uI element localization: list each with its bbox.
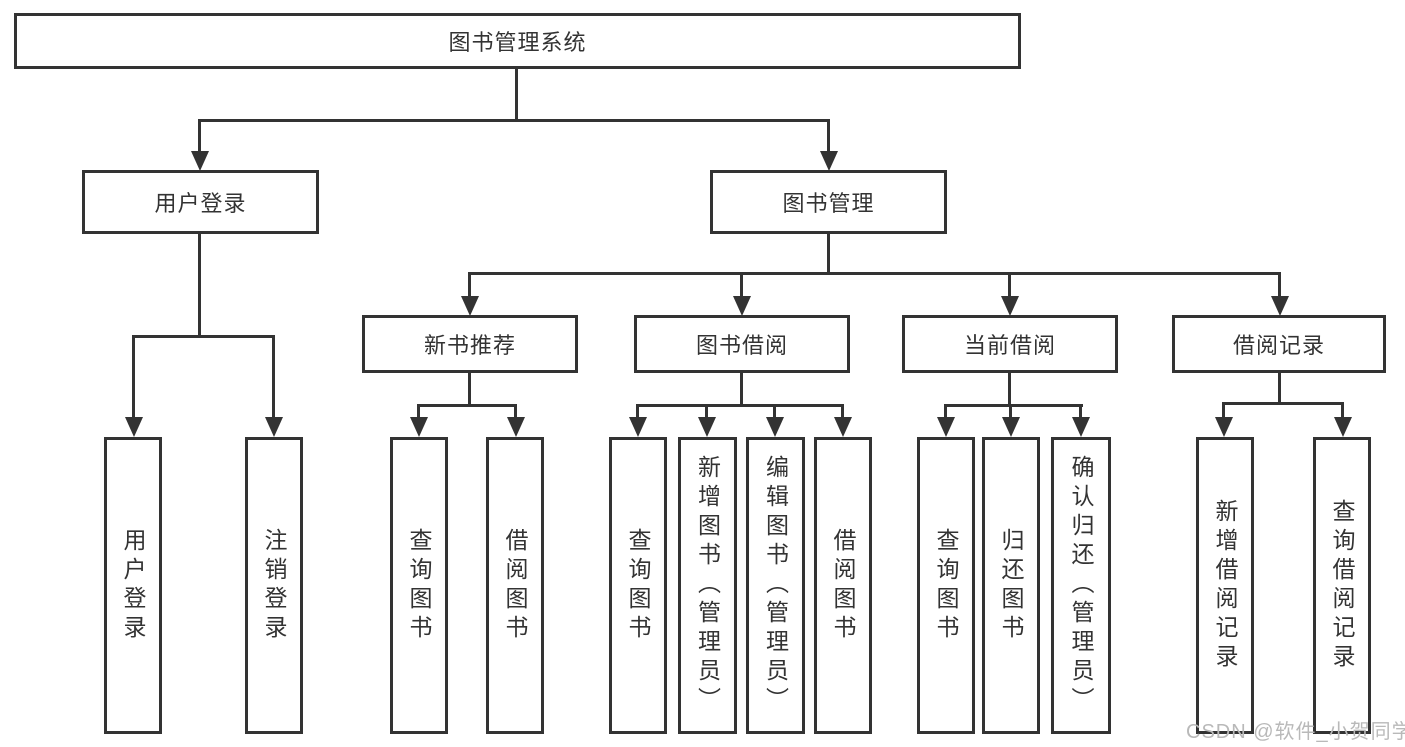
- edge-bookmgmt-arm3: [1008, 272, 1011, 298]
- leaf-record-query: 查询借阅记录: [1313, 437, 1371, 734]
- arrowhead-down-icon: [629, 417, 647, 437]
- leaf-borrow-borrow-book-label: 借阅图书: [830, 527, 856, 644]
- node-current-borrow: 当前借阅: [902, 315, 1118, 373]
- edge-root-arm-right: [827, 119, 830, 153]
- leaf-record-add: 新增借阅记录: [1196, 437, 1254, 734]
- leaf-recommend-query-book: 查询图书: [390, 437, 448, 734]
- edge-borrow-arm1: [636, 404, 639, 420]
- edge-borrow-rail: [636, 404, 844, 407]
- arrowhead-down-icon: [834, 417, 852, 437]
- edge-borrow-stem: [740, 373, 743, 407]
- edge-current-rail: [944, 404, 1083, 407]
- leaf-current-confirm-return-admin-label: 确认归还（管理员）: [1068, 455, 1094, 716]
- arrowhead-down-icon: [1334, 417, 1352, 437]
- leaf-user-login: 用户登录: [104, 437, 162, 734]
- arrowhead-down-icon: [125, 417, 143, 437]
- leaf-recommend-query-book-label: 查询图书: [406, 527, 432, 644]
- edge-borrow-arm4: [841, 404, 844, 420]
- leaf-logout-label: 注销登录: [261, 527, 287, 644]
- edge-recommend-rail: [417, 404, 517, 407]
- edge-bookmgmt-arm4: [1278, 272, 1281, 298]
- edge-recommend-arm2: [514, 404, 517, 420]
- leaf-borrow-query-book: 查询图书: [609, 437, 667, 734]
- edge-borrow-arm3: [773, 404, 776, 420]
- edge-bookmgmt-arm1: [468, 272, 471, 298]
- leaf-current-return-book-label: 归还图书: [998, 527, 1024, 644]
- edge-record-rail: [1222, 402, 1344, 405]
- leaf-current-query-book-label: 查询图书: [933, 527, 959, 644]
- arrowhead-down-icon: [1001, 296, 1019, 316]
- arrowhead-down-icon: [698, 417, 716, 437]
- leaf-user-login-label: 用户登录: [120, 527, 146, 644]
- node-book-mgmt-label: 图书管理: [782, 191, 875, 216]
- edge-record-stem: [1278, 373, 1281, 405]
- arrowhead-down-icon: [1271, 296, 1289, 316]
- edge-root-rail: [198, 119, 830, 122]
- leaf-current-query-book: 查询图书: [917, 437, 975, 734]
- edge-bookmgmt-rail: [468, 272, 1281, 275]
- node-book-borrow: 图书借阅: [634, 315, 850, 373]
- leaf-borrow-add-book-admin: 新增图书（管理员）: [678, 437, 737, 734]
- node-borrow-record: 借阅记录: [1172, 315, 1386, 373]
- node-book-mgmt: 图书管理: [710, 170, 947, 234]
- arrowhead-down-icon: [1072, 417, 1090, 437]
- leaf-record-query-label: 查询借阅记录: [1329, 498, 1355, 673]
- node-root: 图书管理系统: [14, 13, 1021, 69]
- node-user-login: 用户登录: [82, 170, 319, 234]
- edge-current-arm2: [1009, 404, 1012, 420]
- leaf-logout: 注销登录: [245, 437, 303, 734]
- arrowhead-down-icon: [1002, 417, 1020, 437]
- arrowhead-down-icon: [820, 151, 838, 171]
- edge-root-stem: [515, 69, 518, 121]
- edge-userlogin-arm2: [272, 335, 275, 419]
- edge-current-arm3: [1079, 404, 1082, 420]
- leaf-borrow-add-book-admin-label: 新增图书（管理员）: [694, 455, 721, 716]
- leaf-recommend-borrow-book: 借阅图书: [486, 437, 544, 734]
- leaf-borrow-query-book-label: 查询图书: [625, 527, 651, 644]
- arrowhead-down-icon: [191, 151, 209, 171]
- node-new-book-recommend: 新书推荐: [362, 315, 578, 373]
- arrowhead-down-icon: [410, 417, 428, 437]
- edge-userlogin-rail: [132, 335, 275, 338]
- arrowhead-down-icon: [507, 417, 525, 437]
- edge-recommend-arm1: [417, 404, 420, 420]
- node-current-borrow-label: 当前借阅: [963, 333, 1056, 358]
- edge-record-arm2: [1341, 402, 1344, 420]
- arrowhead-down-icon: [937, 417, 955, 437]
- node-book-borrow-label: 图书借阅: [695, 333, 788, 358]
- leaf-borrow-borrow-book: 借阅图书: [814, 437, 872, 734]
- leaf-borrow-edit-book-admin: 编辑图书（管理员）: [746, 437, 805, 734]
- node-user-login-label: 用户登录: [154, 191, 247, 216]
- edge-root-arm-left: [198, 119, 201, 153]
- edge-userlogin-arm1: [132, 335, 135, 419]
- edge-current-stem: [1008, 373, 1011, 407]
- leaf-current-confirm-return-admin: 确认归还（管理员）: [1051, 437, 1111, 734]
- edge-record-arm1: [1222, 402, 1225, 420]
- arrowhead-down-icon: [766, 417, 784, 437]
- leaf-recommend-borrow-book-label: 借阅图书: [502, 527, 528, 644]
- arrowhead-down-icon: [265, 417, 283, 437]
- leaf-borrow-edit-book-admin-label: 编辑图书（管理员）: [762, 455, 789, 716]
- node-root-label: 图书管理系统: [448, 30, 587, 55]
- csdn-watermark: CSDN @软件_小贺同学: [1186, 721, 1405, 743]
- node-borrow-record-label: 借阅记录: [1232, 333, 1325, 358]
- edge-bookmgmt-arm2: [740, 272, 743, 298]
- arrowhead-down-icon: [1215, 417, 1233, 437]
- edge-recommend-stem: [468, 373, 471, 407]
- node-new-book-recommend-label: 新书推荐: [423, 333, 516, 358]
- arrowhead-down-icon: [733, 296, 751, 316]
- edge-current-arm1: [944, 404, 947, 420]
- arrowhead-down-icon: [461, 296, 479, 316]
- edge-bookmgmt-stem: [827, 234, 830, 275]
- edge-userlogin-stem: [198, 234, 201, 337]
- edge-borrow-arm2: [705, 404, 708, 420]
- leaf-record-add-label: 新增借阅记录: [1212, 498, 1238, 673]
- leaf-current-return-book: 归还图书: [982, 437, 1040, 734]
